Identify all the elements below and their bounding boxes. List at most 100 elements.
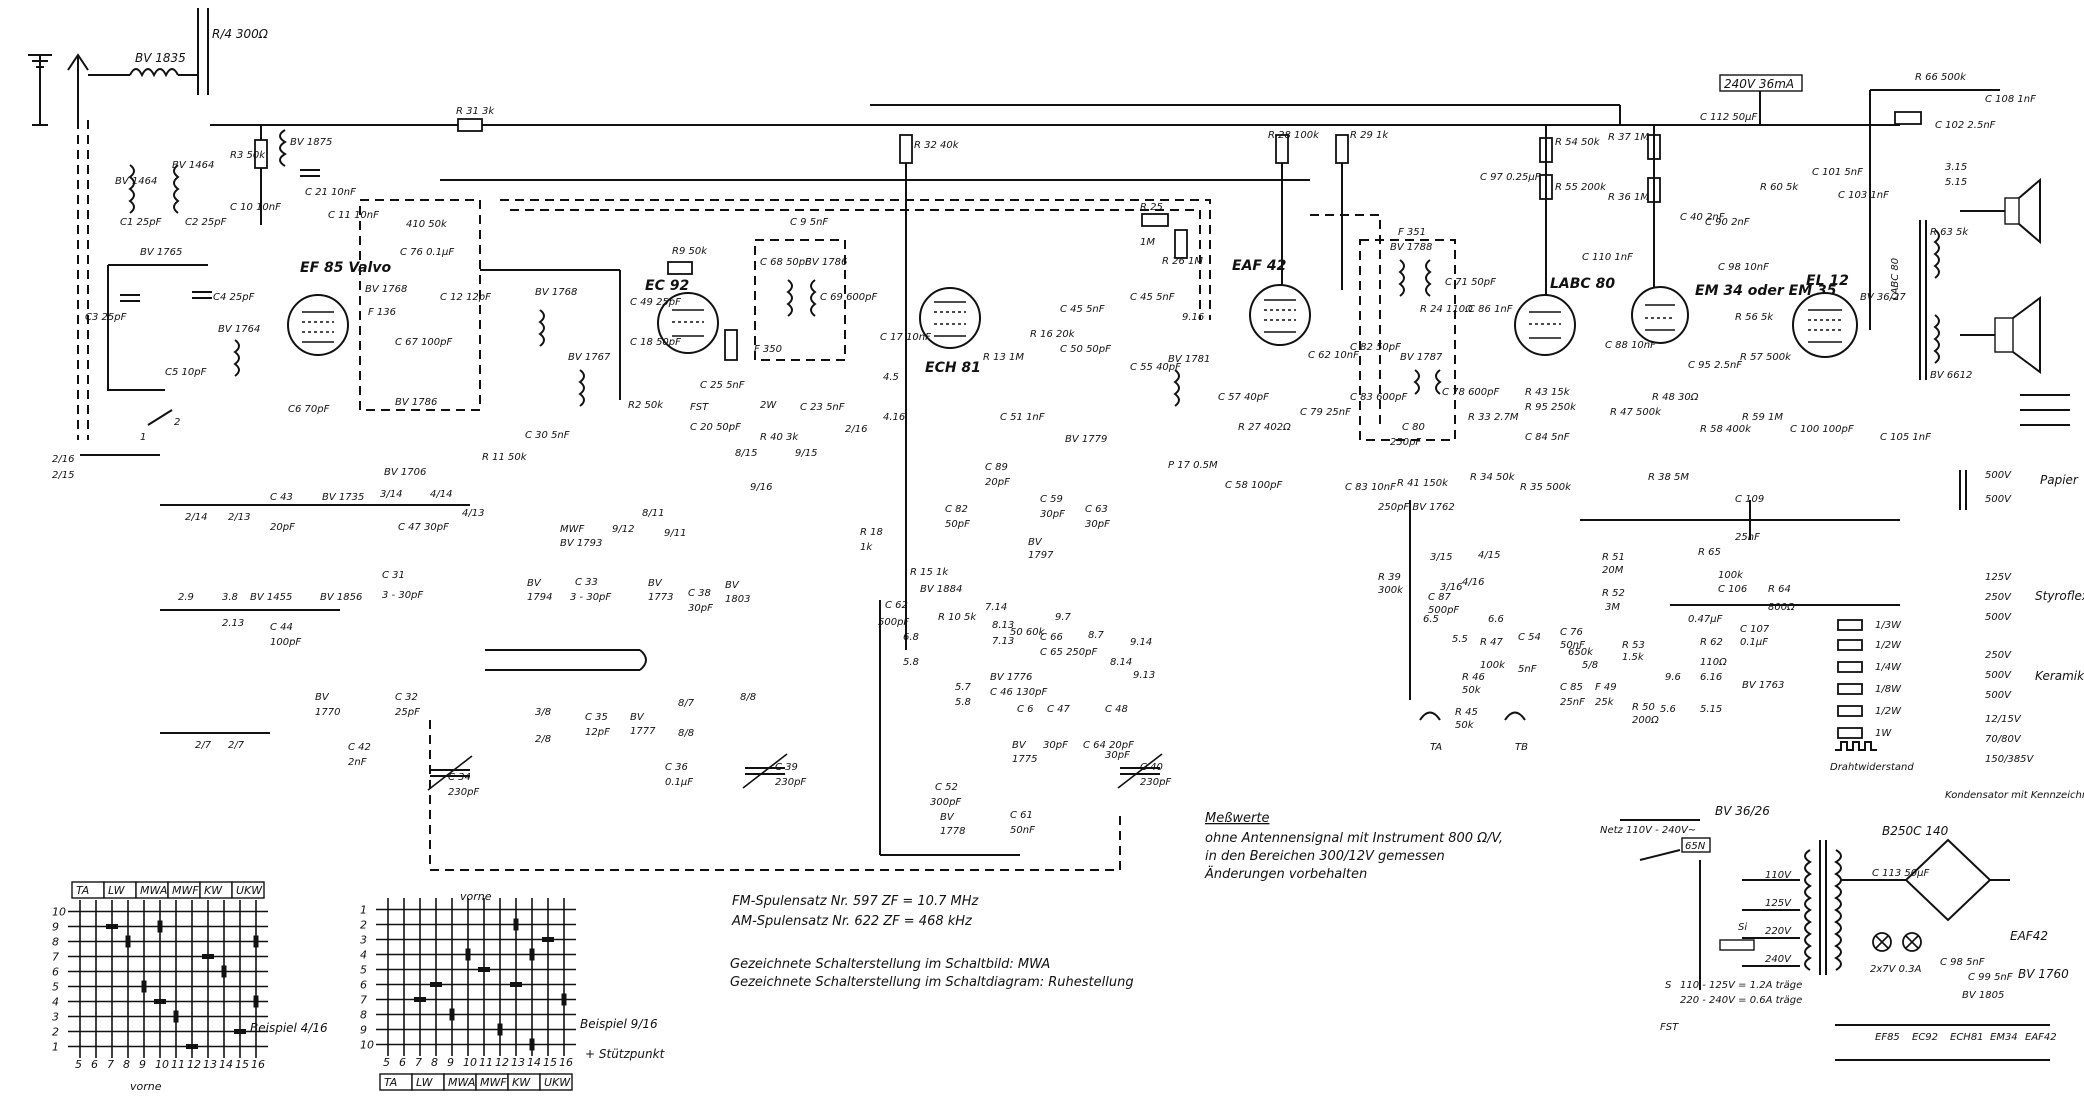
grid-col-label: 5 xyxy=(383,1056,390,1069)
tube-label-ec92: EC 92 xyxy=(645,278,689,294)
svg-text:6.6: 6.6 xyxy=(1488,614,1504,625)
antenna-section: R/4 300Ω BV 1835 xyxy=(28,8,269,440)
svg-text:800Ω: 800Ω xyxy=(1768,602,1795,613)
svg-text:30pF: 30pF xyxy=(1105,750,1130,761)
grid-row-label: 5 xyxy=(52,981,59,994)
svg-text:C 31: C 31 xyxy=(382,570,405,581)
svg-text:R 32 40k: R 32 40k xyxy=(914,140,960,151)
svg-text:R 46: R 46 xyxy=(1462,672,1485,683)
svg-text:R 26 1M: R 26 1M xyxy=(1162,256,1203,267)
svg-text:C4 25pF: C4 25pF xyxy=(213,292,255,303)
grid-col-label: 15 xyxy=(235,1058,249,1071)
svg-text:BV: BV xyxy=(630,712,645,723)
grid-header-label: UKW xyxy=(236,884,263,897)
tube-label-labc80: LABC 80 xyxy=(1550,276,1615,292)
svg-text:C 109: C 109 xyxy=(1735,494,1764,505)
svg-text:BV 1793: BV 1793 xyxy=(560,538,602,549)
svg-text:C 79 25nF: C 79 25nF xyxy=(1300,407,1351,418)
svg-text:25nF: 25nF xyxy=(1735,532,1760,543)
grid-col-label: 16 xyxy=(559,1056,573,1069)
svg-text:9.7: 9.7 xyxy=(1055,612,1072,623)
af-stage: 3/15 4/15 4/16 3/16 C 87 500pF R 39 300k… xyxy=(1378,494,1900,753)
svg-text:R 29 1k: R 29 1k xyxy=(1350,130,1389,141)
svg-text:1773: 1773 xyxy=(648,592,673,603)
svg-text:8/8: 8/8 xyxy=(740,692,756,703)
svg-text:3 - 30pF: 3 - 30pF xyxy=(570,592,611,603)
svg-text:R 33 2.7M: R 33 2.7M xyxy=(1468,412,1519,423)
svg-text:20M: 20M xyxy=(1602,565,1624,576)
svg-text:110Ω: 110Ω xyxy=(1700,657,1727,668)
svg-text:R 38 5M: R 38 5M xyxy=(1648,472,1689,483)
grid-col-label: 5 xyxy=(75,1058,82,1071)
svg-text:R 59 1M: R 59 1M xyxy=(1742,412,1783,423)
svg-text:C 62 10nF: C 62 10nF xyxy=(1308,350,1359,361)
grid-col-label: 6 xyxy=(91,1058,98,1071)
svg-text:BV 1464: BV 1464 xyxy=(115,176,157,187)
notes-line-3: Änderungen vorbehalten xyxy=(1204,866,1367,882)
svg-text:C 12 12pF: C 12 12pF xyxy=(440,292,491,303)
svg-text:BV: BV xyxy=(1028,537,1043,548)
svg-text:BV: BV xyxy=(725,580,740,591)
notes-line-1: ohne Antennensignal mit Instrument 800 Ω… xyxy=(1205,831,1503,846)
grid-right-caption: vorne xyxy=(460,890,492,903)
svg-text:R 57 500k: R 57 500k xyxy=(1740,352,1792,363)
svg-text:BV 1788: BV 1788 xyxy=(1390,242,1432,253)
svg-text:BV 1779: BV 1779 xyxy=(1065,434,1107,445)
svg-text:230pF: 230pF xyxy=(448,787,479,798)
ps-extra-10: EAF42 xyxy=(2025,1032,2057,1043)
svg-text:BV 36/27: BV 36/27 xyxy=(1860,292,1906,303)
svg-text:R 41 150k: R 41 150k xyxy=(1397,478,1449,489)
svg-text:C 34: C 34 xyxy=(448,772,471,783)
supply-voltage-label: 240V 36mA xyxy=(1724,77,1794,91)
svg-text:250pF BV 1762: 250pF BV 1762 xyxy=(1378,502,1455,513)
tube-label-ef85: EF 85 Valvo xyxy=(300,260,391,276)
grid-row-label: 4 xyxy=(52,996,59,1009)
ps-lamps: 2x7V 0.3A xyxy=(1870,964,1922,975)
svg-text:C 69 600pF: C 69 600pF xyxy=(820,292,877,303)
svg-text:MWF: MWF xyxy=(560,524,585,535)
svg-text:5.8: 5.8 xyxy=(903,657,919,668)
grid-header-label: TA xyxy=(76,884,89,897)
ps-mains: Netz 110V - 240V~ xyxy=(1600,825,1696,836)
svg-text:BV 1768: BV 1768 xyxy=(365,284,407,295)
svg-text:9/11: 9/11 xyxy=(664,528,686,539)
svg-text:5.15: 5.15 xyxy=(1945,177,1967,188)
svg-text:BV 1765: BV 1765 xyxy=(140,247,182,258)
grid-col-label: 6 xyxy=(399,1056,406,1069)
svg-text:C 90 2nF: C 90 2nF xyxy=(1705,217,1750,228)
svg-text:2W: 2W xyxy=(760,400,777,411)
svg-text:300pF: 300pF xyxy=(930,797,961,808)
svg-text:R 55 200k: R 55 200k xyxy=(1555,182,1607,193)
svg-text:3 - 30pF: 3 - 30pF xyxy=(382,590,423,601)
svg-text:4/15: 4/15 xyxy=(1478,550,1500,561)
legend-res-4: 1/8W xyxy=(1875,684,1902,695)
svg-text:C 105 1nF: C 105 1nF xyxy=(1880,432,1931,443)
svg-text:1k: 1k xyxy=(860,542,873,553)
svg-text:C 76: C 76 xyxy=(1560,627,1583,638)
svg-text:C 98 10nF: C 98 10nF xyxy=(1718,262,1769,273)
svg-text:R 15 1k: R 15 1k xyxy=(910,567,949,578)
svg-text:BV 1455: BV 1455 xyxy=(250,592,292,603)
svg-text:50nF: 50nF xyxy=(1010,825,1035,836)
grid-col-label: 9 xyxy=(139,1058,146,1071)
svg-text:C 85: C 85 xyxy=(1560,682,1583,693)
ps-tap-1: 110V xyxy=(1765,870,1792,881)
svg-text:8/8: 8/8 xyxy=(678,728,694,739)
svg-text:3.15: 3.15 xyxy=(1945,162,1967,173)
svg-text:4/13: 4/13 xyxy=(462,508,484,519)
svg-text:C 59: C 59 xyxy=(1040,494,1063,505)
svg-text:9.16: 9.16 xyxy=(1182,312,1204,323)
svg-text:C 62: C 62 xyxy=(885,600,908,611)
svg-text:C 107: C 107 xyxy=(1740,624,1770,635)
svg-text:C 33: C 33 xyxy=(575,577,598,588)
ps-tap-2: 125V xyxy=(1765,898,1792,909)
tube-label-eaf42: EAF 42 xyxy=(1232,258,1286,274)
grid-row-label: 6 xyxy=(360,979,367,992)
svg-text:C 47: C 47 xyxy=(1047,704,1071,715)
grid-row-label: 4 xyxy=(360,949,367,962)
svg-text:C 21 10nF: C 21 10nF xyxy=(305,187,356,198)
svg-text:1797: 1797 xyxy=(1028,550,1054,561)
legend-papier: Papier xyxy=(2040,473,2079,487)
resistor-legend: 1/3W 1/2W 1/4W 1/8W 1/2W 1W Drahtwiderst… xyxy=(1830,619,1914,773)
